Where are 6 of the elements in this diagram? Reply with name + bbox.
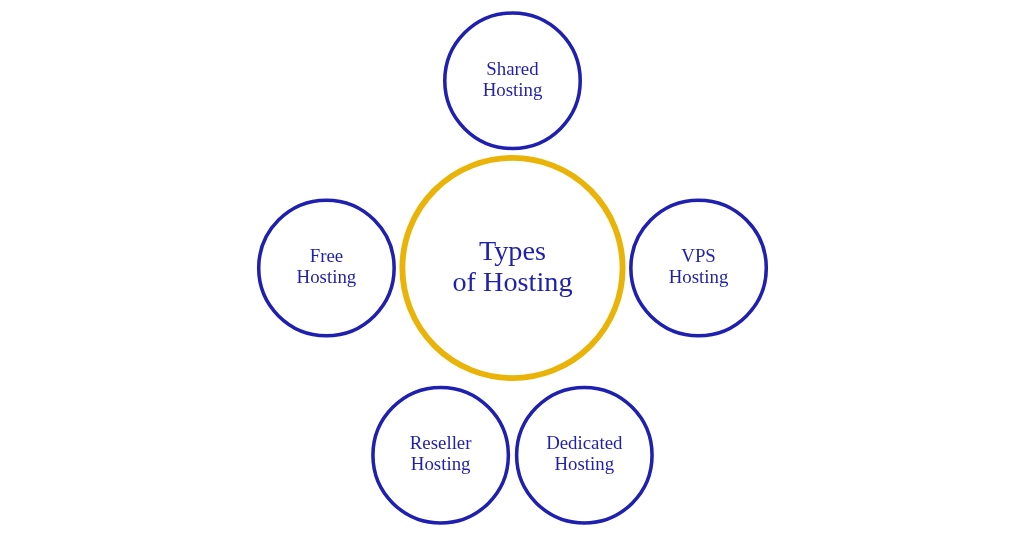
node-circle: Free Hosting: [256, 198, 396, 338]
node-circle: Reseller Hosting: [370, 385, 510, 525]
node-circle: Dedicated Hosting: [514, 385, 654, 525]
node-circle: Types of Hosting: [398, 154, 626, 382]
node-circle: VPS Hosting: [628, 198, 768, 338]
node-circle: Shared Hosting: [442, 11, 582, 151]
